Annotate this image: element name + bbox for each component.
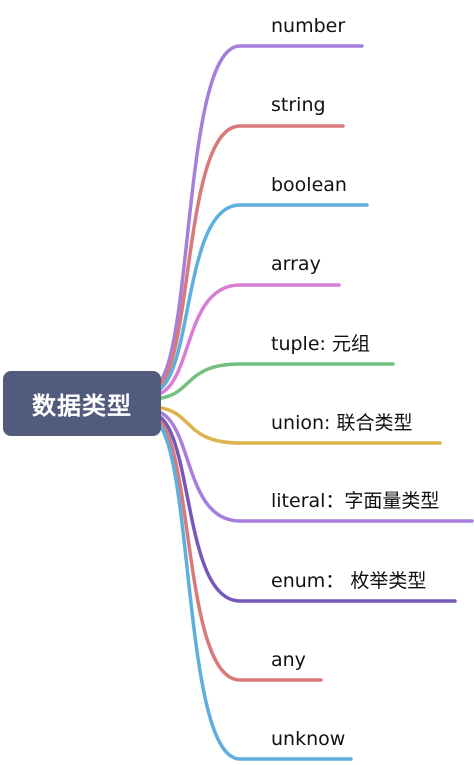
root-label: 数据类型 [32, 392, 132, 420]
branch-label-literal: literal：字面量类型 [271, 490, 440, 512]
connector-number [148, 44, 364, 391]
root-node: 数据类型 [3, 371, 161, 436]
connector-boolean [148, 203, 369, 395]
connector-unknow [148, 417, 353, 761]
branch-label-tuple: tuple: 元组 [271, 333, 370, 355]
connector-tuple [148, 362, 395, 401]
branch-label-array: array [271, 253, 321, 275]
branch-label-unknow: unknow [271, 728, 346, 750]
branch-label-boolean: boolean [271, 174, 347, 196]
branch-label-number: number [271, 15, 346, 37]
branch-label-string: string [271, 94, 326, 116]
connector-string [148, 124, 345, 393]
connector-array [148, 283, 341, 398]
branch-label-enum: enum： 枚举类型 [271, 570, 427, 592]
branch-label-union: union: 联合类型 [271, 412, 413, 434]
connector-union [148, 405, 442, 445]
connector-literal [148, 408, 474, 523]
connector-any [148, 414, 323, 682]
branch-label-any: any [271, 649, 306, 671]
connector-enum [148, 411, 457, 603]
